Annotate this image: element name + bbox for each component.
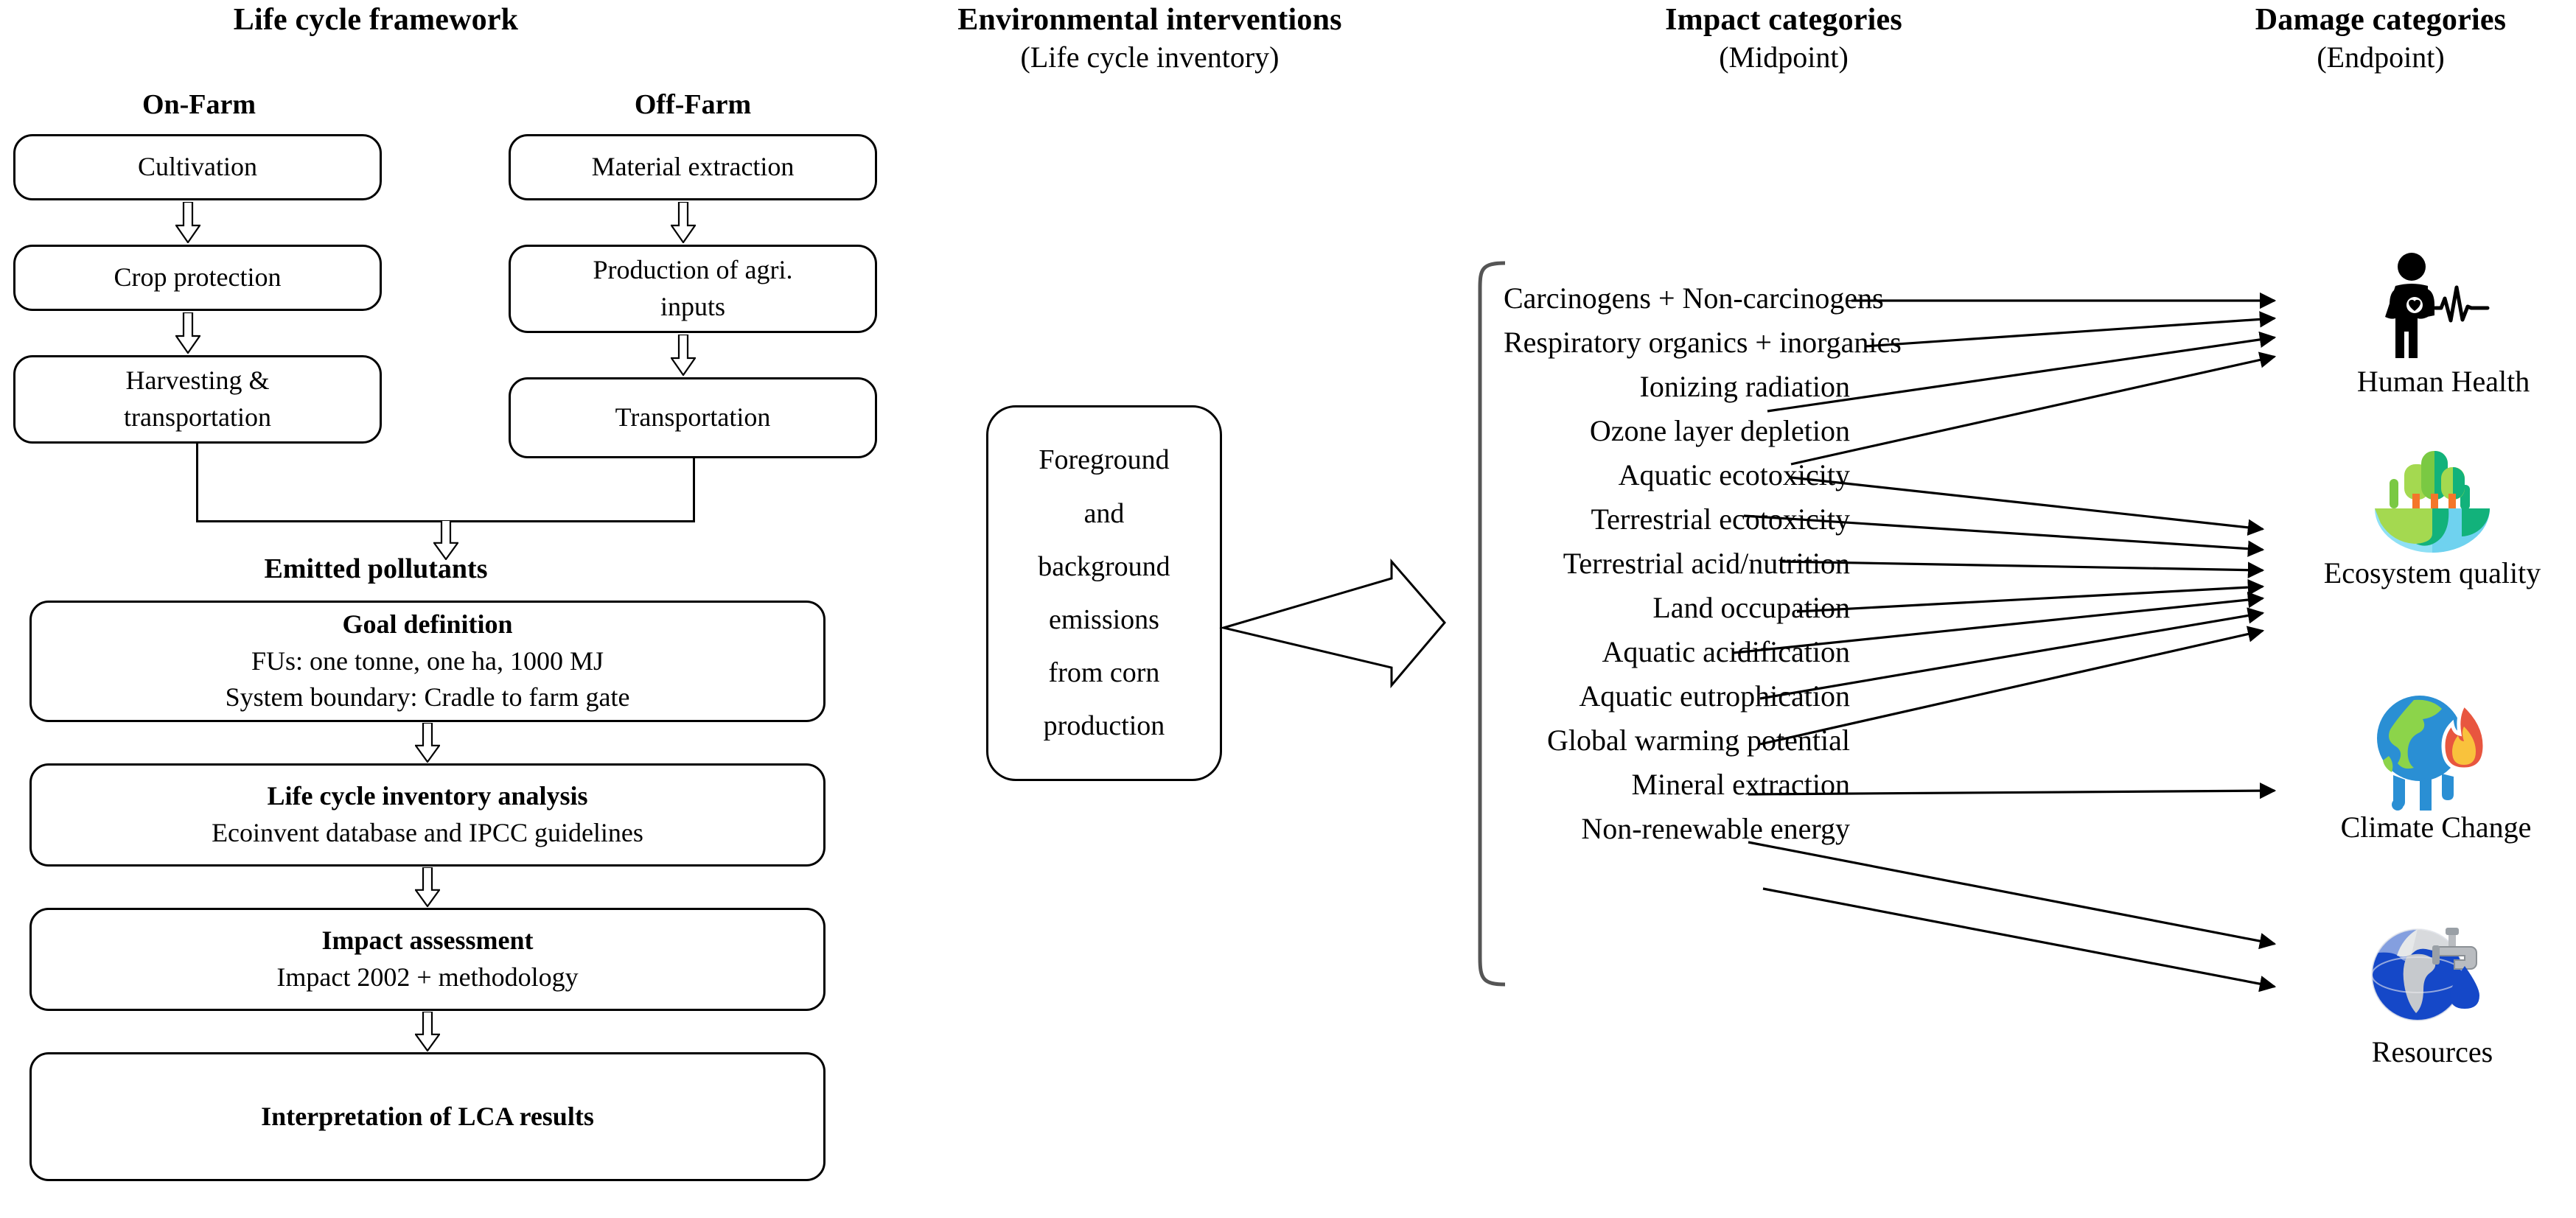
group-label-on-farm: On-Farm: [142, 89, 256, 120]
column-subtitle-damage: (Endpoint): [2317, 41, 2445, 74]
person-heartbeat-icon: [2289, 251, 2576, 361]
emissions-line-5: from corn: [1048, 657, 1160, 689]
arrow-inventory-to-impact-assessment: [415, 867, 440, 907]
connector-left-down: [196, 444, 198, 522]
impact-item-carcinogens[interactable]: Carcinogens + Non-carcinogens: [1504, 281, 1884, 315]
box-cultivation[interactable]: Cultivation: [13, 134, 382, 200]
column-subtitle-environmental: (Life cycle inventory): [1020, 41, 1280, 74]
label-emitted-pollutants: Emitted pollutants: [264, 553, 488, 584]
box-transportation[interactable]: Transportation: [509, 377, 877, 458]
damage-label-resources: Resources: [2371, 1035, 2493, 1068]
impact-item-mineral-extraction[interactable]: Mineral extraction: [1631, 768, 1850, 801]
impact-categories-list: Carcinogens + Non-carcinogens Respirator…: [1504, 276, 1902, 851]
impact-item-non-renewable-energy[interactable]: Non-renewable energy: [1581, 812, 1850, 845]
box-goal-definition-title: Goal definition: [342, 609, 513, 639]
emissions-line-4: emissions: [1049, 604, 1159, 635]
box-inventory-title: Life cycle inventory analysis: [267, 781, 588, 811]
emissions-line-6: production: [1043, 710, 1165, 742]
impact-list-bracket: [1478, 261, 1506, 987]
impact-item-land-occupation[interactable]: Land occupation: [1652, 591, 1850, 624]
damage-label-climate-change: Climate Change: [2340, 811, 2532, 844]
box-interpretation-lca-results[interactable]: Interpretation of LCA results: [29, 1052, 825, 1181]
box-life-cycle-inventory-analysis[interactable]: Life cycle inventory analysis Ecoinvent …: [29, 763, 825, 867]
box-crop-protection-label: Crop protection: [114, 262, 282, 293]
arrow-impact-assessment-to-interpretation: [415, 1012, 440, 1051]
box-impact-assessment-title: Impact assessment: [321, 925, 534, 956]
box-harvesting-line1: Harvesting &: [125, 365, 270, 396]
damage-label-ecosystem-quality: Ecosystem quality: [2323, 556, 2541, 589]
box-foreground-background-emissions[interactable]: Foreground and background emissions from…: [986, 405, 1222, 781]
arrow-crop-protection-to-harvesting: [175, 312, 200, 354]
impact-item-terrestrial-ecotoxicity[interactable]: Terrestrial ecotoxicity: [1591, 503, 1850, 536]
arrow-merge-to-emitted-pollutants: [433, 520, 458, 560]
box-crop-protection[interactable]: Crop protection: [13, 245, 382, 311]
box-harvesting-line2: transportation: [124, 402, 271, 432]
box-production-line2: inputs: [660, 292, 725, 321]
big-arrow-emissions-to-impacts: [1219, 558, 1446, 689]
box-material-extraction-label: Material extraction: [591, 152, 795, 182]
box-production-agri-inputs[interactable]: Production of agri. inputs: [509, 245, 877, 333]
box-transportation-label: Transportation: [615, 402, 771, 433]
box-cultivation-label: Cultivation: [138, 152, 257, 182]
box-production-line1: Production of agri.: [593, 255, 793, 285]
impact-item-aquatic-acidification[interactable]: Aquatic acidification: [1602, 635, 1850, 668]
column-title-environmental: Environmental interventions: [957, 3, 1342, 37]
arrow-cultivation-to-crop-protection: [175, 202, 200, 243]
impact-item-global-warming-potential[interactable]: Global warming potential: [1546, 724, 1850, 757]
box-goal-definition-line1: FUs: one tonne, one ha, 1000 MJ: [251, 645, 604, 676]
impact-item-respiratory[interactable]: Respiratory organics + inorganics: [1504, 326, 1902, 359]
arrow-production-to-transportation: [671, 335, 696, 376]
connector-right-down: [693, 458, 695, 522]
column-subtitle-impact: (Midpoint): [1719, 41, 1849, 74]
group-label-off-farm: Off-Farm: [634, 89, 752, 120]
box-goal-definition-line2: System boundary: Cradle to farm gate: [225, 682, 630, 713]
emissions-line-1: Foreground: [1039, 444, 1170, 476]
impact-item-aquatic-ecotoxicity[interactable]: Aquatic ecotoxicity: [1618, 458, 1850, 491]
earth-faucet-droplet-icon: [2277, 921, 2576, 1032]
trees-water-globe-icon: [2277, 442, 2576, 553]
arrow-goal-to-inventory: [415, 723, 440, 763]
emissions-line-3: background: [1038, 550, 1170, 582]
column-title-impact: Impact categories: [1665, 3, 1902, 37]
damage-category-climate-change[interactable]: Climate Change: [2281, 696, 2576, 844]
column-title-damage: Damage categories: [2255, 3, 2507, 37]
arrow-material-extraction-to-production: [671, 202, 696, 243]
damage-category-human-health[interactable]: Human Health: [2289, 251, 2576, 399]
box-harvesting-transportation[interactable]: Harvesting & transportation: [13, 355, 382, 444]
impact-item-ozone-layer-depletion[interactable]: Ozone layer depletion: [1589, 414, 1850, 447]
box-interpretation-title: Interpretation of LCA results: [261, 1101, 594, 1131]
box-impact-assessment-line1: Impact 2002 + methodology: [276, 962, 579, 992]
damage-category-ecosystem-quality[interactable]: Ecosystem quality: [2277, 442, 2576, 590]
emissions-line-2: and: [1083, 497, 1125, 529]
impact-item-terrestrial-acid-nutrition[interactable]: Terrestrial acid/nutrition: [1563, 547, 1850, 580]
box-goal-definition[interactable]: Goal definition FUs: one tonne, one ha, …: [29, 601, 825, 722]
box-material-extraction[interactable]: Material extraction: [509, 134, 877, 200]
impact-item-ionizing-radiation[interactable]: Ionizing radiation: [1639, 370, 1850, 403]
impact-item-aquatic-eutrophication[interactable]: Aquatic eutrophication: [1579, 679, 1850, 713]
damage-category-resources[interactable]: Resources: [2277, 921, 2576, 1069]
box-impact-assessment[interactable]: Impact assessment Impact 2002 + methodol…: [29, 908, 825, 1011]
damage-label-human-health: Human Health: [2356, 365, 2530, 398]
box-inventory-line1: Ecoinvent database and IPCC guidelines: [212, 818, 643, 847]
melting-earth-flame-icon: [2281, 696, 2576, 811]
column-title-life-cycle: Life cycle framework: [233, 3, 519, 37]
